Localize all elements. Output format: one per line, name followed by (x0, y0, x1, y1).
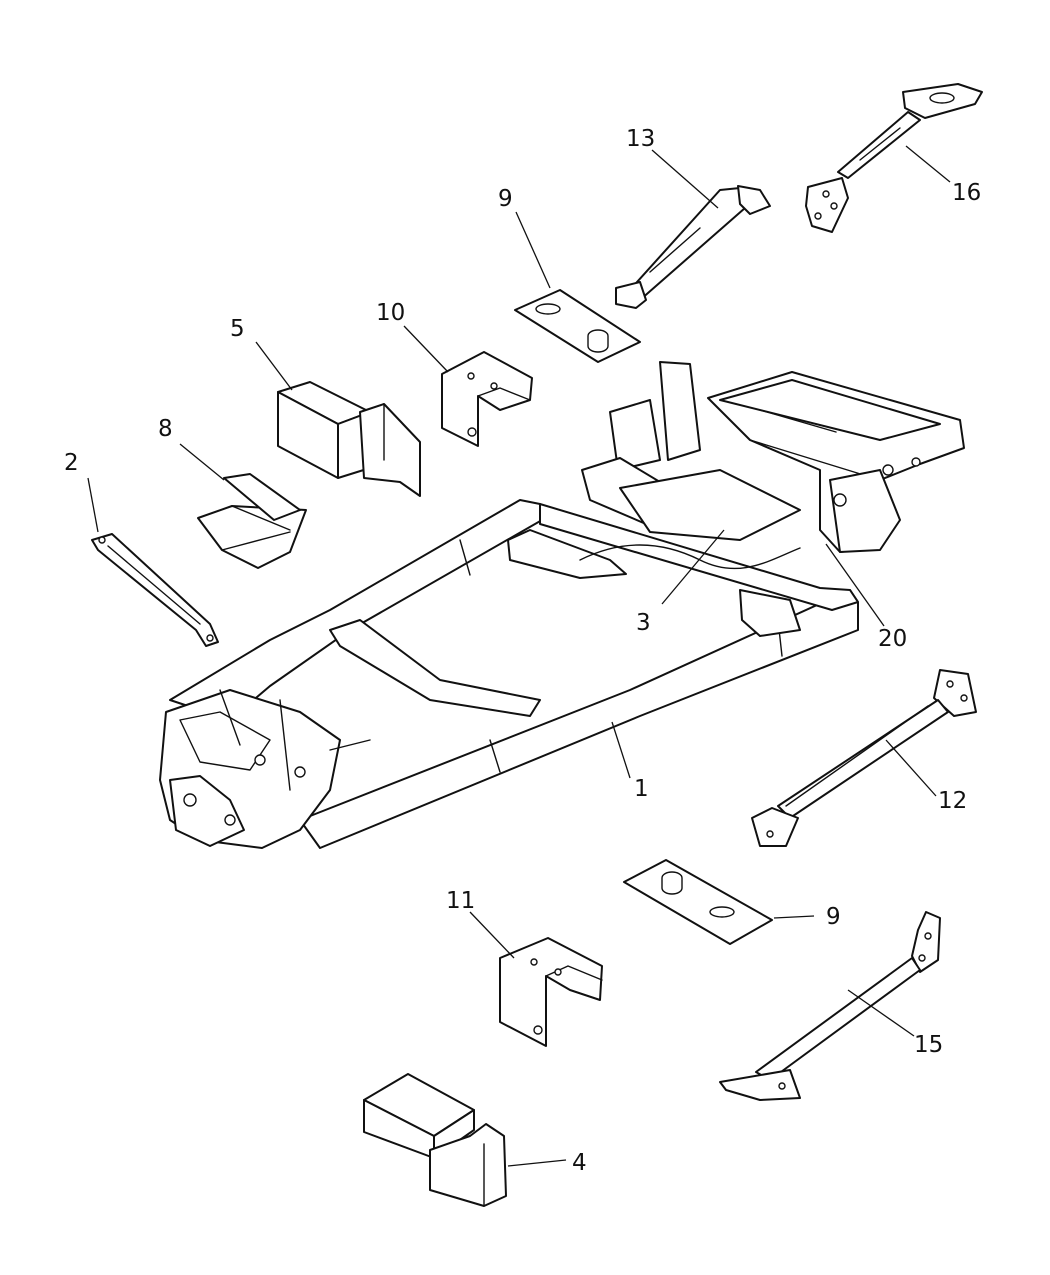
leader-9-upper (515, 211, 551, 289)
callout-16: 16 (952, 180, 981, 206)
callout-1: 1 (634, 776, 649, 802)
leader-12 (885, 739, 937, 797)
leader-13 (651, 149, 719, 209)
part-11-bracket (499, 937, 603, 1047)
leader-1 (611, 721, 631, 779)
part-9-upper-pad (514, 289, 641, 363)
callout-9-upper: 9 (498, 186, 513, 212)
callout-3: 3 (636, 610, 651, 636)
callout-4: 4 (572, 1150, 587, 1176)
leader-4 (507, 1159, 567, 1167)
part-13-brace (615, 185, 771, 309)
part-2-strap (91, 533, 219, 647)
callout-labels: 1 2 3 4 5 8 9 9 10 11 12 13 15 16 20 (64, 126, 981, 1176)
callout-20: 20 (878, 626, 907, 652)
leader-lines (87, 145, 951, 1167)
callout-15: 15 (914, 1032, 943, 1058)
part-10-bracket (441, 351, 533, 447)
callout-5: 5 (230, 316, 245, 342)
leader-2 (87, 477, 99, 533)
leader-3 (661, 529, 725, 605)
part-5-insulator (277, 381, 421, 497)
part-1-main-frame (159, 499, 859, 849)
leader-8 (179, 443, 225, 481)
leader-15 (847, 989, 915, 1037)
callout-13: 13 (626, 126, 655, 152)
callout-8: 8 (158, 416, 173, 442)
leader-5 (255, 341, 293, 391)
part-8-insulator (197, 473, 307, 569)
part-9-lower-pad (623, 859, 773, 945)
part-12-brace (751, 669, 977, 847)
leader-9-lower (773, 915, 815, 919)
part-20-rear-subframe (581, 361, 965, 553)
callout-11: 11 (446, 888, 475, 914)
callout-12: 12 (938, 788, 967, 814)
part-16-brace (805, 83, 983, 233)
leader-20 (825, 543, 885, 627)
leader-11 (469, 911, 515, 959)
leader-10 (403, 325, 449, 373)
callout-10: 10 (376, 300, 405, 326)
part-15-brace (719, 911, 941, 1101)
leader-16 (905, 145, 951, 183)
callout-2: 2 (64, 450, 79, 476)
part-4-insulator (363, 1073, 507, 1207)
callout-9-lower: 9 (826, 904, 841, 930)
